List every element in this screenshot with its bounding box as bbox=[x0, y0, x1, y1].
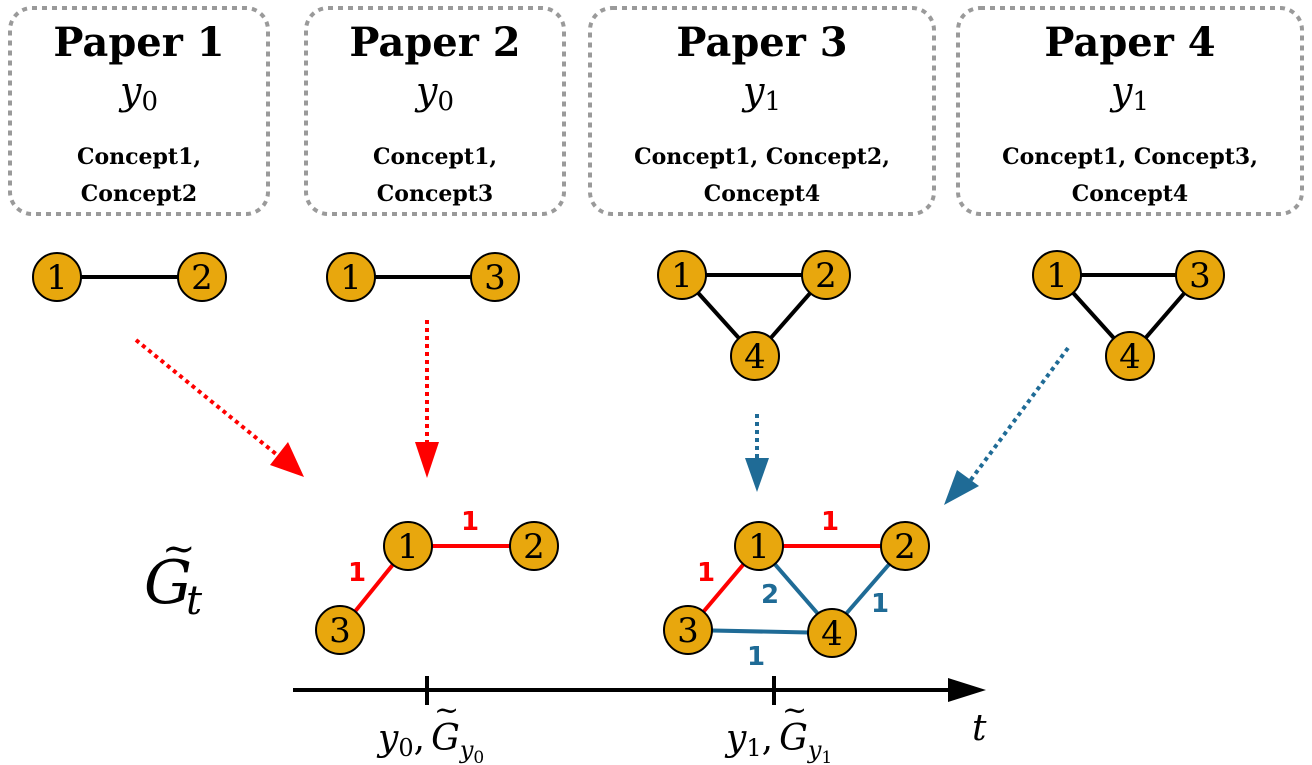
paper-graph-4: 1 3 4 bbox=[1032, 250, 1225, 381]
paper-concepts-line1: Concept1, Concept3, bbox=[1002, 144, 1258, 170]
graph-node: 2 bbox=[177, 252, 227, 302]
graph-node: 4 bbox=[807, 608, 857, 658]
snapshot-y1: 1 1 2 1 1 1 2 3 4 bbox=[663, 507, 930, 672]
graph-node: 4 bbox=[1105, 331, 1155, 381]
axis-arrowhead bbox=[948, 678, 986, 702]
paper-year: y1 bbox=[741, 69, 781, 117]
paper-title: Paper 2 bbox=[349, 19, 520, 66]
svg-text:4: 4 bbox=[744, 337, 766, 377]
graph-sequence-label: G ~ t bbox=[144, 526, 203, 624]
svg-text:3: 3 bbox=[677, 611, 699, 651]
snapshot-y0: 1 1 1 2 3 bbox=[315, 507, 559, 655]
svg-text:2: 2 bbox=[815, 256, 837, 296]
edge-weight: 2 bbox=[761, 580, 779, 610]
paper-concepts-line1: Concept1, Concept2, bbox=[634, 144, 890, 170]
graph-node: 1 bbox=[326, 252, 376, 302]
tick-label-y0: y0,Gy0 bbox=[376, 718, 484, 765]
tilde-accent: ~ bbox=[782, 693, 807, 728]
paper-box-3: Paper 3 y1 Concept1, Concept2, Concept4 bbox=[588, 6, 936, 216]
paper-box-4: Paper 4 y1 Concept1, Concept3, Concept4 bbox=[956, 6, 1304, 216]
paper-year: y1 bbox=[1109, 69, 1149, 117]
paper-title: Paper 1 bbox=[53, 19, 224, 66]
svg-text:G: G bbox=[144, 548, 192, 618]
svg-text:1: 1 bbox=[748, 527, 770, 567]
svg-text:1: 1 bbox=[397, 527, 419, 567]
graph-node: 1 bbox=[657, 250, 707, 300]
paper-year: y0 bbox=[414, 69, 454, 117]
paper-title: Paper 3 bbox=[676, 19, 847, 66]
graph-node: 1 bbox=[1032, 250, 1082, 300]
arrow-paper1-to-snapshot0 bbox=[134, 338, 304, 477]
svg-text:2: 2 bbox=[191, 258, 213, 298]
graph-node: 4 bbox=[730, 331, 780, 381]
paper-graph-3: 1 2 4 bbox=[657, 250, 851, 381]
edge-weight: 1 bbox=[747, 642, 765, 672]
svg-text:3: 3 bbox=[484, 258, 506, 298]
edge-weight: 1 bbox=[871, 589, 889, 619]
graph-node: 2 bbox=[801, 250, 851, 300]
svg-text:2: 2 bbox=[894, 527, 916, 567]
arrow-paper4-to-snapshot1 bbox=[944, 346, 1070, 505]
paper-box-2: Paper 2 y0 Concept1, Concept3 bbox=[304, 6, 566, 216]
timeline-axis: t y0,Gy0 ~ y1,Gy1 ~ bbox=[293, 676, 987, 765]
axis-label: t bbox=[972, 708, 987, 749]
svg-text:1: 1 bbox=[1046, 256, 1068, 296]
graph-node: 2 bbox=[880, 521, 930, 571]
paper-concepts-line2: Concept4 bbox=[1072, 181, 1188, 207]
edge-weight: 1 bbox=[348, 558, 366, 588]
paper-concepts-line2: Concept3 bbox=[377, 181, 493, 207]
tilde-accent: ~ bbox=[434, 693, 459, 728]
svg-text:4: 4 bbox=[821, 614, 843, 654]
paper-title: Paper 4 bbox=[1044, 19, 1215, 66]
paper-graph-2: 1 3 bbox=[326, 252, 520, 302]
graph-node: 3 bbox=[1175, 250, 1225, 300]
paper-concepts-line1: Concept1, bbox=[373, 144, 497, 170]
paper-year: y0 bbox=[118, 69, 158, 117]
graph-node: 2 bbox=[509, 521, 559, 571]
svg-text:3: 3 bbox=[1189, 256, 1211, 296]
svg-text:1: 1 bbox=[46, 258, 68, 298]
svg-text:~: ~ bbox=[162, 526, 196, 572]
graph-node: 1 bbox=[383, 521, 433, 571]
paper-concepts-line2: Concept2 bbox=[81, 181, 197, 207]
svg-text:1: 1 bbox=[340, 258, 362, 298]
paper-graph-1: 1 2 bbox=[32, 252, 227, 302]
graph-node: 3 bbox=[663, 605, 713, 655]
paper-concepts-line2: Concept4 bbox=[704, 181, 820, 207]
svg-text:3: 3 bbox=[329, 611, 351, 651]
paper-concepts-line1: Concept1, bbox=[77, 144, 201, 170]
svg-text:4: 4 bbox=[1119, 337, 1141, 377]
svg-text:1: 1 bbox=[671, 256, 693, 296]
tick-label-y1: y1,Gy1 bbox=[724, 718, 832, 765]
svg-text:t: t bbox=[186, 578, 203, 624]
graph-node: 3 bbox=[315, 605, 365, 655]
graph-node: 1 bbox=[32, 252, 82, 302]
paper-box-1: Paper 1 y0 Concept1, Concept2 bbox=[8, 6, 270, 216]
arrow-paper2-to-snapshot0 bbox=[415, 320, 439, 478]
edge-weight: 1 bbox=[461, 507, 479, 537]
edge-weight: 1 bbox=[697, 558, 715, 588]
svg-text:2: 2 bbox=[523, 527, 545, 567]
graph-node: 3 bbox=[470, 252, 520, 302]
arrow-paper3-to-snapshot1 bbox=[745, 414, 769, 492]
edge-weight: 1 bbox=[821, 507, 839, 537]
graph-node: 1 bbox=[734, 521, 784, 571]
